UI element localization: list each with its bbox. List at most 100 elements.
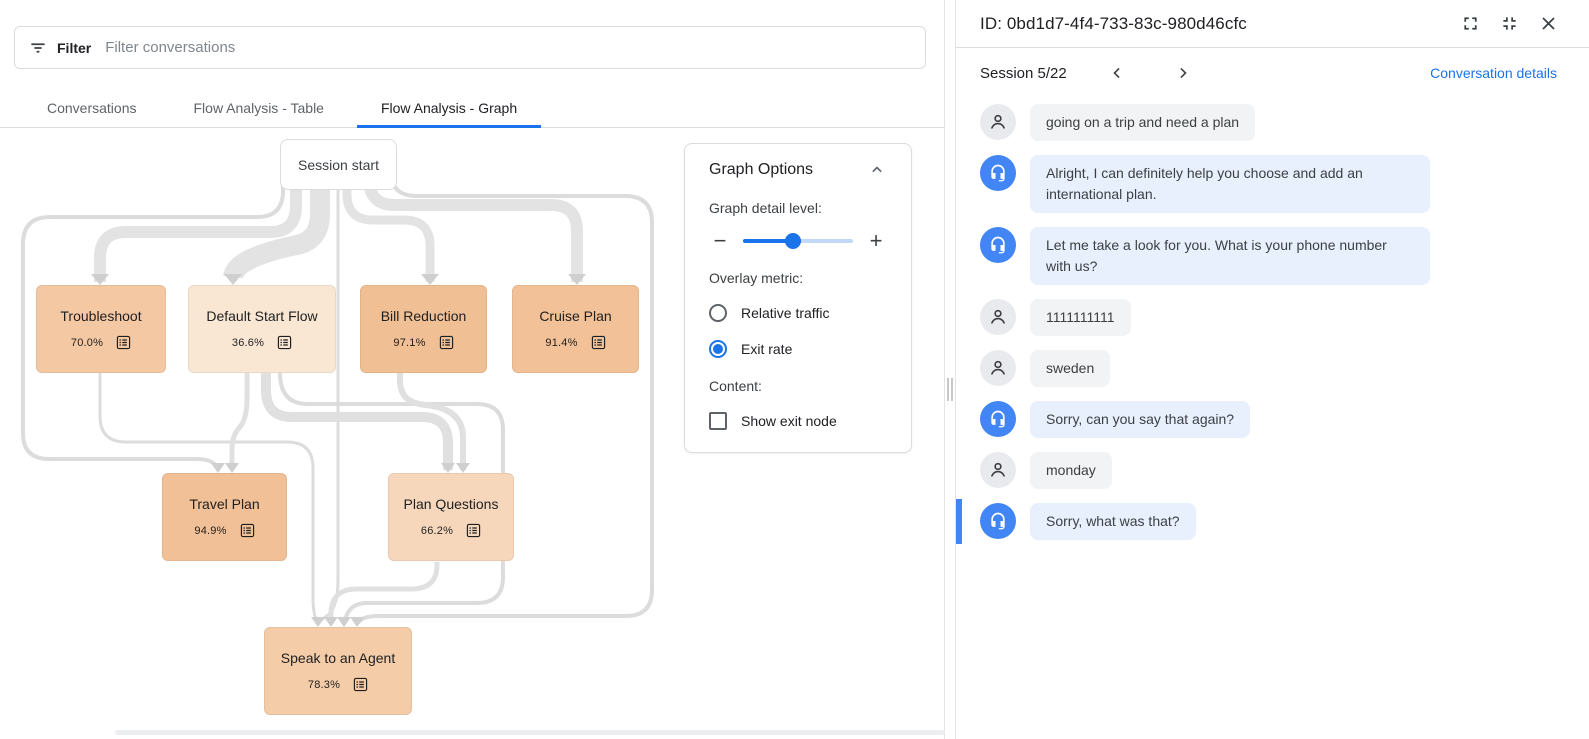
flow-node-session-start[interactable]: Session start	[280, 139, 397, 190]
session-nav: Session 5/22 Conversation details	[956, 48, 1589, 92]
graph-detail-slider[interactable]	[743, 233, 853, 249]
graph-options-panel: Graph Options Graph detail level: − + Ov…	[684, 143, 912, 453]
bot-avatar	[980, 155, 1016, 191]
user-avatar	[980, 350, 1016, 386]
session-counter: Session 5/22	[980, 64, 1067, 82]
chevron-up-icon[interactable]	[867, 160, 887, 180]
user-avatar	[980, 104, 1016, 140]
exit-rate-value: 78.3%	[307, 678, 341, 691]
list-alt-icon[interactable]	[240, 523, 255, 538]
node-label: Troubleshoot	[60, 308, 142, 324]
bot-avatar	[980, 227, 1016, 263]
flow-analysis-pane: Filter Conversations Flow Analysis - Tabl…	[0, 0, 945, 739]
list-alt-icon[interactable]	[466, 523, 481, 538]
content-label: Content:	[709, 378, 762, 394]
graph-options-title: Graph Options	[709, 161, 814, 178]
list-alt-icon[interactable]	[353, 677, 368, 692]
tab-flow-analysis-table[interactable]: Flow Analysis - Table	[193, 100, 324, 116]
radio-button[interactable]	[709, 340, 727, 358]
node-label: Cruise Plan	[539, 308, 612, 324]
radio-exit-rate[interactable]: Exit rate	[709, 340, 887, 358]
tab-flow-analysis-graph[interactable]: Flow Analysis - Graph	[357, 88, 541, 128]
flow-node-default-start-flow[interactable]: Default Start Flow 36.6%	[188, 285, 336, 373]
message-bubble[interactable]: going on a trip and need a plan	[1030, 104, 1256, 141]
minus-icon[interactable]: −	[713, 228, 727, 253]
message-row-user: sweden	[980, 350, 1565, 387]
chevron-left-icon[interactable]	[1107, 63, 1127, 83]
headset-icon	[988, 409, 1008, 429]
chevron-right-icon[interactable]	[1173, 63, 1193, 83]
message-row-bot: Alright, I can definitely help you choos…	[980, 155, 1565, 213]
checkbox-show-exit-node[interactable]: Show exit node	[709, 412, 887, 430]
exit-rate-value: 66.2%	[420, 524, 454, 537]
flow-node-cruise-plan[interactable]: Cruise Plan 91.4%	[512, 285, 639, 373]
node-label: Speak to an Agent	[280, 650, 396, 666]
fullscreen-exit-icon[interactable]	[1499, 13, 1520, 34]
node-label: Plan Questions	[403, 496, 499, 512]
message-row-user: monday	[980, 452, 1565, 489]
list-alt-icon[interactable]	[591, 335, 606, 350]
filter-bar: Filter	[14, 26, 926, 69]
resizer-grip-icon	[947, 378, 954, 401]
graph-detail-label: Graph detail level:	[709, 200, 822, 216]
slider-thumb[interactable]	[784, 233, 801, 249]
radio-relative-traffic[interactable]: Relative traffic	[709, 304, 887, 322]
flow-node-travel-plan[interactable]: Travel Plan 94.9%	[162, 473, 287, 561]
message-bubble[interactable]: monday	[1030, 452, 1112, 489]
conversation-detail-panel: ID: 0bd1d7-4f4-733-83c-980d46cfc Session…	[956, 0, 1589, 739]
filter-input[interactable]	[105, 39, 911, 56]
list-alt-icon[interactable]	[277, 335, 292, 350]
slider-fill	[743, 239, 793, 243]
fullscreen-icon[interactable]	[1460, 13, 1481, 34]
headset-icon	[988, 235, 1008, 255]
exit-rate-value: 70.0%	[70, 336, 104, 349]
message-bubble[interactable]: Alright, I can definitely help you choos…	[1030, 155, 1430, 213]
tab-bar: Conversations Flow Analysis - Table Flow A…	[0, 88, 945, 128]
plus-icon[interactable]: +	[869, 228, 883, 253]
list-alt-icon[interactable]	[116, 335, 131, 350]
exit-rate-value: 36.6%	[231, 336, 265, 349]
overlay-metric-label: Overlay metric:	[709, 270, 804, 286]
filter-label: Filter	[57, 39, 92, 56]
node-label: Bill Reduction	[380, 308, 467, 324]
flow-node-plan-questions[interactable]: Plan Questions 66.2%	[388, 473, 514, 561]
conversation-details-link[interactable]: Conversation details	[1430, 65, 1557, 81]
message-bubble[interactable]: 1111111111	[1030, 299, 1131, 336]
conversation-id-title: ID: 0bd1d7-4f4-733-83c-980d46cfc	[980, 13, 1247, 33]
exit-rate-value: 94.9%	[194, 524, 227, 537]
message-row-bot: Let me take a look for you. What is your…	[980, 227, 1565, 285]
checkbox[interactable]	[709, 412, 727, 430]
message-bubble[interactable]: Sorry, can you say that again?	[1030, 401, 1251, 438]
graph-scrollbar[interactable]	[115, 730, 945, 735]
message-list: going on a trip and need a plan Alright,…	[956, 92, 1589, 544]
radio-button[interactable]	[709, 304, 727, 322]
flow-node-speak-to-an-agent[interactable]: Speak to an Agent 78.3%	[264, 627, 412, 715]
message-bubble[interactable]: sweden	[1030, 350, 1111, 387]
message-bubble[interactable]: Let me take a look for you. What is your…	[1030, 227, 1430, 285]
checkbox-label: Show exit node	[741, 413, 837, 429]
person-icon	[987, 459, 1009, 481]
message-row-user: 1111111111	[980, 299, 1565, 336]
node-label: Default Start Flow	[206, 308, 318, 324]
selected-message-indicator	[956, 499, 962, 544]
user-avatar	[980, 452, 1016, 488]
exit-rate-value: 97.1%	[393, 336, 426, 349]
tab-conversations[interactable]: Conversations	[47, 100, 137, 116]
person-icon	[987, 306, 1009, 328]
user-avatar	[980, 299, 1016, 335]
flow-node-troubleshoot[interactable]: Troubleshoot 70.0%	[36, 285, 166, 373]
message-bubble[interactable]: Sorry, what was that?	[1030, 503, 1196, 540]
pane-resizer[interactable]	[945, 0, 956, 739]
flow-node-bill-reduction[interactable]: Bill Reduction 97.1%	[360, 285, 487, 373]
exit-rate-value: 91.4%	[545, 336, 578, 349]
bot-avatar	[980, 503, 1016, 539]
message-row-bot: Sorry, what was that?	[956, 499, 1565, 544]
detail-panel-header: ID: 0bd1d7-4f4-733-83c-980d46cfc	[956, 0, 1589, 48]
person-icon	[987, 111, 1009, 133]
list-alt-icon[interactable]	[439, 335, 454, 350]
radio-label: Exit rate	[741, 341, 793, 357]
close-icon[interactable]	[1538, 13, 1559, 34]
message-row-user: going on a trip and need a plan	[980, 104, 1565, 141]
headset-icon	[988, 163, 1008, 183]
bot-avatar	[980, 401, 1016, 437]
